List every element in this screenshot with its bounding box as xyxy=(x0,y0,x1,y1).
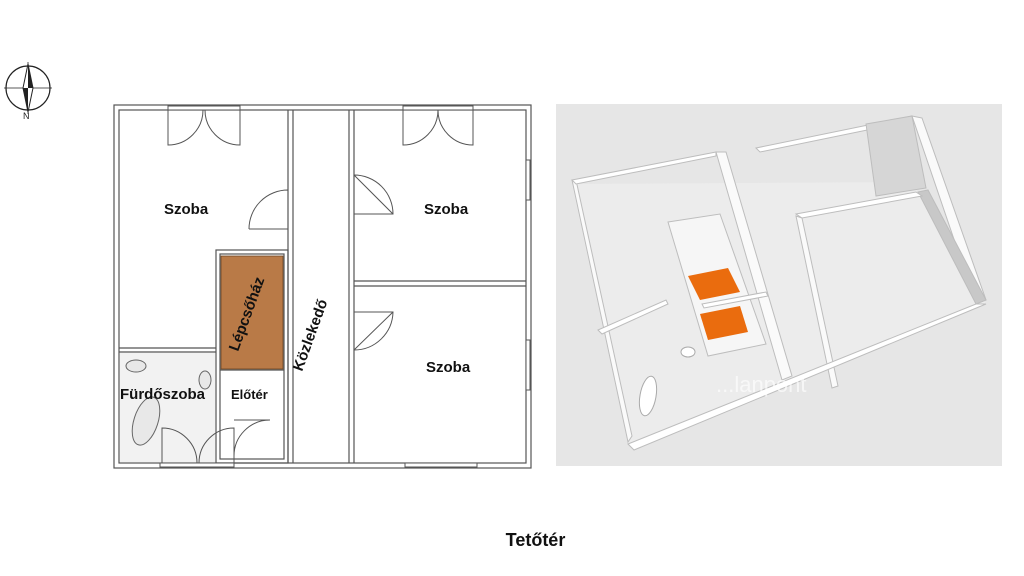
room-label-szoba-2: Szoba xyxy=(424,201,469,218)
stair-block-upper xyxy=(688,268,740,300)
toilet-icon xyxy=(198,370,212,390)
bathtub-icon xyxy=(131,396,161,446)
compass-rose: N xyxy=(4,62,52,121)
floor-plan-2d: Szoba Szoba Szoba Lépcsőház Közlekedő Fü… xyxy=(113,104,532,469)
stair-block-lower xyxy=(700,306,748,340)
sink-icon xyxy=(125,359,147,373)
room-label-furdoszoba: Fürdőszoba xyxy=(120,386,206,403)
watermark-text: ...lanpont xyxy=(716,372,807,397)
room-label-eloter: Előtér xyxy=(231,387,268,402)
north-label: N xyxy=(23,111,30,121)
plan-caption: Tetőtér xyxy=(505,530,566,550)
staircase-fill xyxy=(220,255,284,370)
room-label-szoba-1: Szoba xyxy=(164,201,209,218)
room-label-kozlekedo: Közlekedő xyxy=(290,297,332,373)
room-label-szoba-3: Szoba xyxy=(426,359,471,376)
floor-plan-3d-render: ...lanpont xyxy=(556,104,1002,466)
